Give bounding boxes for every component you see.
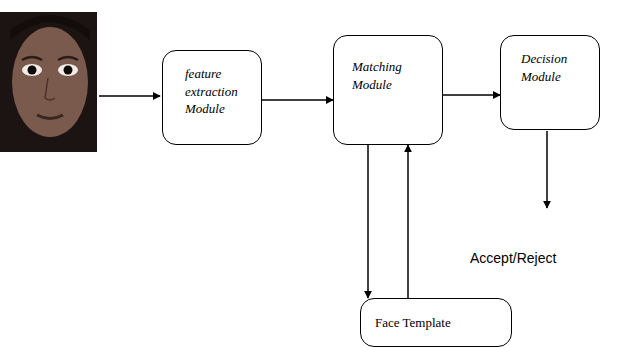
input-arrow xyxy=(99,95,160,97)
flow-arrow xyxy=(443,94,500,96)
module-label: Decision Module xyxy=(521,50,579,85)
flow-arrow xyxy=(262,99,333,101)
module-box: Matching Module xyxy=(333,35,443,145)
face-photo xyxy=(0,12,97,152)
output-arrow xyxy=(546,131,548,208)
module-label: Matching Module xyxy=(352,58,438,93)
flow-arrow xyxy=(407,145,409,298)
module-box: feature extraction Module xyxy=(162,50,262,145)
decision-output: Accept/Reject xyxy=(470,250,556,266)
module-label: Face Template xyxy=(375,314,503,332)
flow-arrow xyxy=(367,145,369,298)
module-label: feature extraction Module xyxy=(185,65,255,118)
module-box: Decision Module xyxy=(500,35,600,130)
module-box: Face Template xyxy=(360,298,512,347)
